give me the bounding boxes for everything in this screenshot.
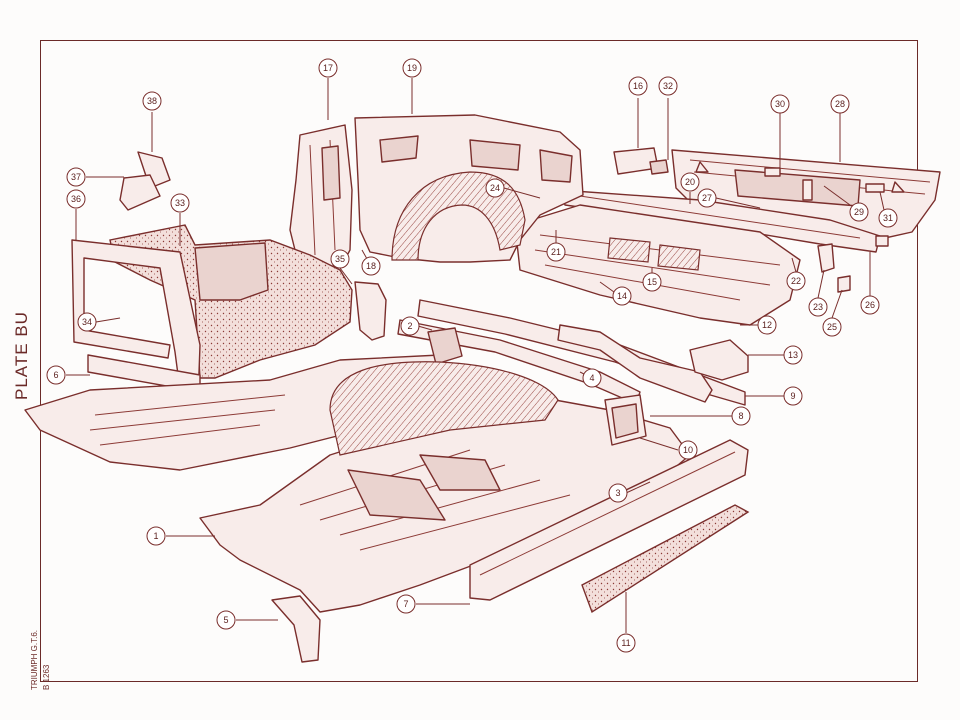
plate-border	[40, 40, 918, 682]
callout-5: 5	[216, 610, 236, 630]
svg-text:8: 8	[738, 411, 743, 421]
svg-text:11: 11	[621, 638, 630, 648]
callout-8: 8	[731, 406, 751, 426]
part-outer-sill	[469, 439, 749, 601]
callout-37: 37	[66, 167, 86, 187]
svg-text:30: 30	[775, 99, 785, 109]
svg-text:19: 19	[407, 63, 417, 73]
svg-text:16: 16	[633, 81, 643, 91]
callout-35: 35	[330, 249, 350, 269]
callout-31: 31	[878, 208, 898, 228]
callout-11: 11	[616, 633, 636, 653]
part-b-post	[289, 124, 353, 271]
callout-32: 32	[658, 76, 678, 96]
part-seat-mount	[604, 394, 647, 446]
reference-label: B 1263	[42, 664, 51, 690]
callout-36: 36	[66, 189, 86, 209]
svg-text:20: 20	[685, 177, 695, 187]
svg-text:32: 32	[663, 81, 673, 91]
callout-4: 4	[582, 368, 602, 388]
part-end-cap	[271, 595, 321, 663]
part-rear-floor	[514, 204, 801, 326]
part-main-floor	[199, 361, 691, 613]
svg-text:22: 22	[791, 276, 801, 286]
callout-14: 14	[612, 286, 632, 306]
make-label: TRIUMPH G.T.6.	[30, 629, 39, 690]
svg-text:34: 34	[82, 317, 92, 327]
part-rear-bracket	[689, 339, 749, 381]
svg-text:1: 1	[153, 531, 158, 541]
callout-28: 28	[830, 94, 850, 114]
part-small-clips	[817, 235, 889, 293]
svg-text:3: 3	[615, 488, 620, 498]
svg-text:21: 21	[551, 247, 561, 257]
callouts: 1 2 3 4 5 6 7 8 9 10 11 12 13 14 15 16 1…	[46, 58, 898, 653]
svg-text:15: 15	[647, 277, 657, 287]
svg-text:6: 6	[53, 370, 58, 380]
part-hinge-bracket	[119, 151, 171, 211]
svg-text:17: 17	[323, 63, 333, 73]
svg-text:5: 5	[223, 615, 228, 625]
part-rear-wheel-arch	[354, 114, 584, 263]
svg-text:12: 12	[762, 320, 772, 330]
callout-12: 12	[757, 315, 777, 335]
callout-17: 17	[318, 58, 338, 78]
svg-text:35: 35	[335, 254, 345, 264]
part-door-seal-frame	[71, 239, 201, 406]
callout-19: 19	[402, 58, 422, 78]
svg-text:29: 29	[854, 207, 864, 217]
part-corner-bracket	[613, 147, 669, 175]
plate-title: PLATE BU	[12, 311, 31, 400]
callout-16: 16	[628, 76, 648, 96]
svg-text:2: 2	[407, 321, 412, 331]
callout-29: 29	[849, 202, 869, 222]
svg-text:23: 23	[813, 302, 823, 312]
svg-text:27: 27	[702, 193, 712, 203]
callout-38: 38	[142, 91, 162, 111]
svg-text:38: 38	[147, 96, 157, 106]
part-chassis-rails	[397, 299, 746, 406]
svg-text:25: 25	[827, 322, 837, 332]
svg-text:4: 4	[589, 373, 594, 383]
callout-18: 18	[361, 256, 381, 276]
callout-20: 20	[680, 172, 700, 192]
callout-27: 27	[697, 188, 717, 208]
callout-1: 1	[146, 526, 166, 546]
callout-30: 30	[770, 94, 790, 114]
callout-13: 13	[783, 345, 803, 365]
svg-text:26: 26	[865, 300, 875, 310]
callout-34: 34	[77, 312, 97, 332]
callout-6: 6	[46, 365, 66, 385]
callout-10: 10	[678, 440, 698, 460]
svg-text:14: 14	[617, 291, 627, 301]
svg-text:28: 28	[835, 99, 845, 109]
svg-text:7: 7	[403, 599, 408, 609]
svg-text:9: 9	[790, 391, 795, 401]
callout-21: 21	[546, 242, 566, 262]
svg-text:37: 37	[71, 172, 81, 182]
svg-text:36: 36	[71, 194, 81, 204]
callout-33: 33	[170, 193, 190, 213]
callout-7: 7	[396, 594, 416, 614]
callout-3: 3	[608, 483, 628, 503]
part-pillar-reinforcement	[354, 281, 387, 341]
svg-text:13: 13	[788, 350, 798, 360]
svg-text:10: 10	[683, 445, 693, 455]
callout-2: 2	[400, 316, 420, 336]
callout-26: 26	[860, 295, 880, 315]
svg-text:18: 18	[366, 261, 376, 271]
leader-lines	[66, 78, 885, 633]
svg-text:33: 33	[175, 198, 185, 208]
callout-25: 25	[822, 317, 842, 337]
part-sill-cover	[581, 504, 750, 614]
callout-23: 23	[808, 297, 828, 317]
callout-24: 24	[485, 178, 505, 198]
callout-15: 15	[642, 272, 662, 292]
svg-text:24: 24	[490, 183, 500, 193]
svg-text:31: 31	[883, 213, 893, 223]
callout-9: 9	[783, 386, 803, 406]
callout-22: 22	[786, 271, 806, 291]
